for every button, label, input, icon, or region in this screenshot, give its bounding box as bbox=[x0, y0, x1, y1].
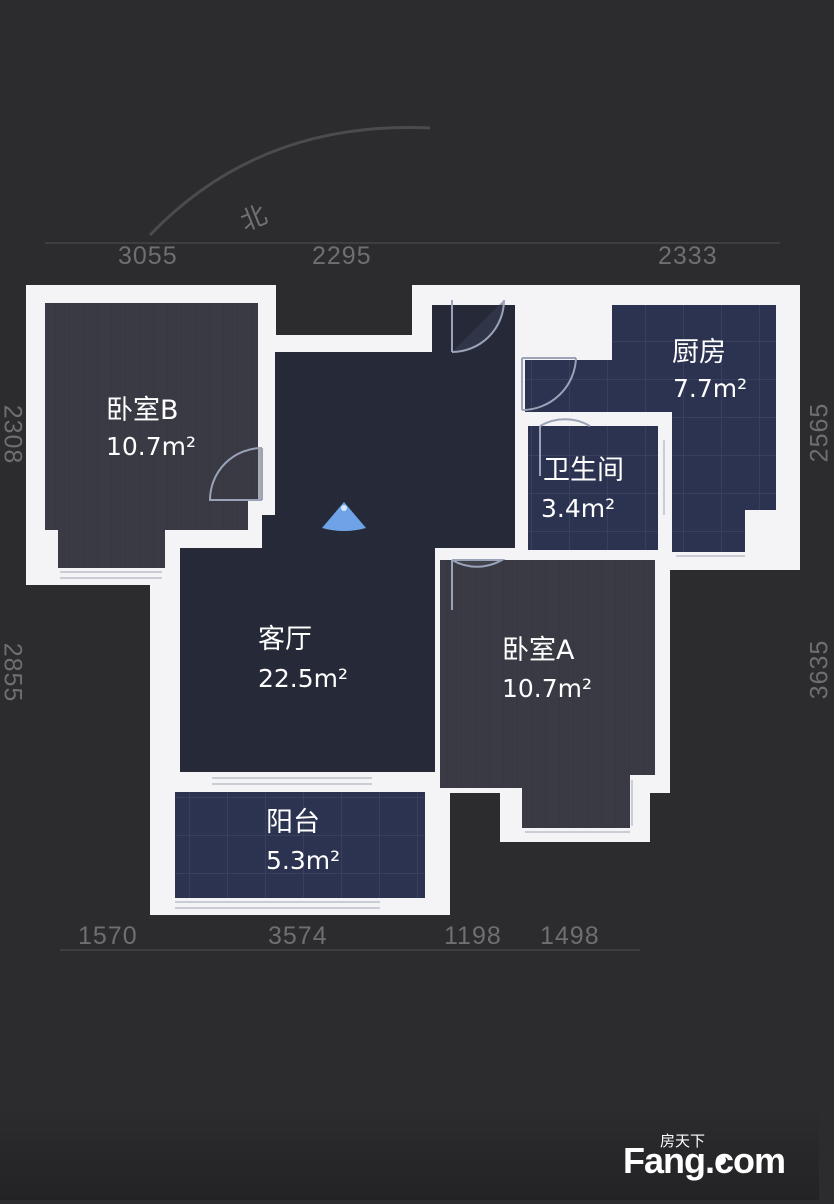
bedroom-a-name: 卧室A bbox=[502, 635, 575, 666]
fang-logo-icon bbox=[716, 1155, 726, 1165]
bedroom-b-floor bbox=[45, 303, 258, 568]
floor-plan-svg bbox=[0, 125, 819, 1200]
balcony-floor bbox=[175, 792, 425, 898]
viewer-position-dot bbox=[341, 505, 347, 511]
dim-left-1: 2308 bbox=[0, 404, 27, 465]
bedroom-a-floor bbox=[440, 560, 655, 828]
living-room-area: 22.5m² bbox=[258, 664, 349, 693]
brand-main-text: Fang.com bbox=[623, 1140, 786, 1181]
bathroom-area: 3.4m² bbox=[541, 494, 616, 523]
rooms-fill bbox=[45, 303, 776, 898]
doors bbox=[208, 299, 591, 610]
dim-bottom-1: 1570 bbox=[78, 922, 138, 950]
dim-top-2: 2295 bbox=[312, 242, 372, 270]
dim-bottom-4: 1498 bbox=[540, 922, 600, 950]
living-room-name: 客厅 bbox=[258, 624, 312, 655]
door-bedroom-a bbox=[451, 559, 506, 610]
bottom-bar bbox=[0, 1105, 819, 1200]
brand-sub-text: 房天下 bbox=[660, 1132, 706, 1150]
balcony-area: 5.3m² bbox=[266, 846, 341, 875]
bathroom-floor bbox=[528, 426, 658, 550]
door-kitchen bbox=[521, 357, 577, 411]
bedroom-b-name: 卧室B bbox=[106, 395, 179, 426]
kitchen-floor bbox=[525, 305, 776, 552]
dim-top-1: 3055 bbox=[118, 242, 178, 270]
kitchen-name: 厨房 bbox=[672, 337, 726, 368]
dim-bottom-2: 3574 bbox=[268, 922, 328, 950]
bedroom-a-area: 10.7m² bbox=[502, 674, 593, 703]
windows bbox=[60, 440, 745, 909]
dim-right-2: 3635 bbox=[805, 639, 834, 700]
living-room-floor bbox=[180, 305, 515, 772]
door-bedroom-b bbox=[208, 447, 263, 501]
dim-bottom-3: 1198 bbox=[444, 922, 502, 950]
dim-left-2: 2855 bbox=[0, 642, 27, 703]
dim-top-3: 2333 bbox=[658, 242, 718, 270]
bedroom-b-area: 10.7m² bbox=[106, 432, 197, 461]
door-bathroom bbox=[539, 418, 591, 476]
viewer-position-icon bbox=[322, 502, 366, 531]
kitchen-area: 7.7m² bbox=[673, 374, 748, 403]
door-entry bbox=[451, 299, 505, 353]
floor-plan-canvas: 北 3055 2295 2333 1570 3574 1198 1498 230… bbox=[0, 125, 833, 1200]
balcony-name: 阳台 bbox=[266, 807, 320, 838]
compass-arc bbox=[148, 125, 431, 237]
dim-right-1: 2565 bbox=[805, 402, 834, 463]
bathroom-name: 卫生间 bbox=[543, 455, 624, 486]
